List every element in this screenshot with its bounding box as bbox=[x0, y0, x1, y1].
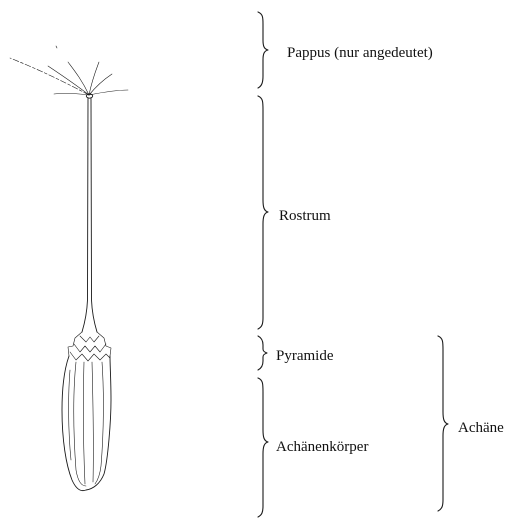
brace-rostrum bbox=[258, 96, 268, 329]
brace-achaenenkoerper bbox=[258, 378, 268, 517]
achaenenkoerper-shape bbox=[62, 356, 111, 491]
pappus-bristles bbox=[10, 46, 128, 95]
label-achaene: Achäne bbox=[458, 420, 504, 436]
label-achaenenkoerper: Achänenkörper bbox=[276, 439, 368, 455]
brace-pappus bbox=[258, 12, 268, 88]
label-rostrum: Rostrum bbox=[279, 208, 331, 224]
brace-pyramide bbox=[258, 336, 267, 370]
rostrum-beak bbox=[82, 98, 97, 332]
label-pappus: Pappus (nur angedeutet) bbox=[287, 45, 433, 61]
seed-illustration bbox=[10, 46, 128, 491]
label-pyramide: Pyramide bbox=[276, 348, 334, 364]
brace-achaene bbox=[438, 336, 448, 511]
pyramide-shape bbox=[68, 332, 111, 361]
